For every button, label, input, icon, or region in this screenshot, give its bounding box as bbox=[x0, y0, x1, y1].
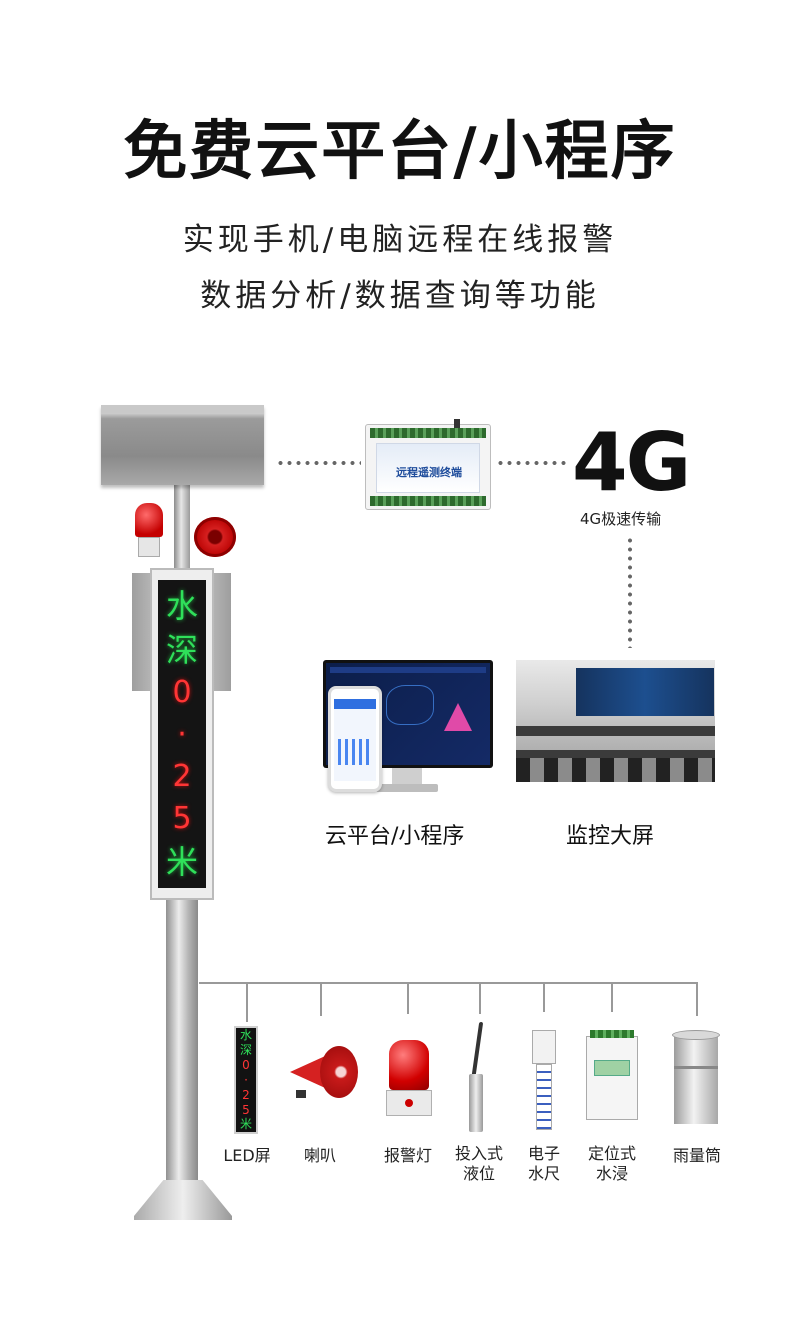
led-char: 深 bbox=[165, 631, 198, 669]
pole-horn-speaker bbox=[194, 517, 236, 557]
phone-screen bbox=[334, 699, 376, 781]
connector-controller-to-4g bbox=[496, 461, 566, 465]
desk-row bbox=[516, 726, 715, 736]
device-label-speaker: 喇叭 bbox=[303, 1146, 336, 1165]
phone-bar-chart bbox=[338, 739, 372, 765]
flood-terminal-block bbox=[590, 1030, 634, 1038]
desk-row bbox=[516, 750, 715, 760]
label-line: 定位式 bbox=[587, 1144, 636, 1163]
gauge-scale bbox=[536, 1064, 552, 1130]
led-screen-device: 水 深 0 · 2 5 米 bbox=[234, 1026, 258, 1134]
rain-gauge-ring bbox=[674, 1066, 718, 1069]
antenna bbox=[454, 419, 460, 429]
rain-gauge-body bbox=[674, 1036, 718, 1124]
led-display: 水 深 0 · 2 5 米 bbox=[158, 580, 206, 888]
speaker-mount bbox=[296, 1090, 306, 1098]
device-label-gauge: 电子 水尺 bbox=[520, 1144, 568, 1184]
network-4g-label: 4G bbox=[572, 416, 691, 509]
bus-drop bbox=[320, 982, 322, 1016]
controller-label: 远程遥测终端 bbox=[396, 466, 462, 479]
bus-drop bbox=[479, 982, 481, 1014]
mini-led-char: · bbox=[244, 1072, 248, 1087]
electronic-water-gauge bbox=[530, 1030, 558, 1130]
device-label-flood: 定位式 水浸 bbox=[582, 1144, 642, 1184]
flood-sensor-body bbox=[586, 1036, 638, 1120]
led-char: 2 bbox=[172, 759, 192, 794]
bus-drop bbox=[611, 982, 613, 1012]
monitor-stand-base bbox=[376, 784, 438, 792]
mini-led-char: 5 bbox=[242, 1102, 250, 1117]
dashboard-pyramid-chart bbox=[444, 703, 472, 731]
network-caption: 4G极速传输 bbox=[580, 510, 662, 528]
alarm-indicator bbox=[405, 1099, 413, 1107]
device-bus-line bbox=[199, 982, 698, 984]
connector-pole-to-controller bbox=[276, 461, 361, 465]
beacon-dome bbox=[135, 503, 163, 537]
smartphone bbox=[328, 686, 382, 792]
sensor-body bbox=[469, 1074, 483, 1132]
subtitle-line-2: 数据分析/数据查询等功能 bbox=[200, 278, 600, 314]
alarm-light-device bbox=[386, 1040, 432, 1118]
mini-led-char: 深 bbox=[239, 1043, 252, 1058]
subtitle-line-1: 实现手机/电脑远程在线报警 bbox=[182, 222, 618, 258]
led-char: 0 bbox=[172, 675, 192, 710]
flood-display bbox=[594, 1060, 630, 1076]
label-line: 投入式 bbox=[454, 1144, 503, 1163]
mini-led-char: 2 bbox=[242, 1087, 250, 1102]
sensor-cable bbox=[470, 1022, 484, 1082]
chair-row bbox=[516, 758, 715, 782]
mini-led-char: 米 bbox=[239, 1117, 252, 1132]
beacon-base bbox=[138, 537, 160, 557]
mini-led-char: 0 bbox=[242, 1058, 250, 1073]
flood-sensor-device bbox=[586, 1030, 638, 1120]
cloud-platform-label: 云平台/小程序 bbox=[325, 824, 465, 849]
controller-face: 远程遥测终端 bbox=[376, 443, 480, 493]
monitor-wall-label: 监控大屏 bbox=[566, 824, 655, 849]
device-label-level: 投入式 液位 bbox=[450, 1144, 508, 1184]
led-char: · bbox=[177, 717, 187, 752]
bus-drop bbox=[696, 982, 698, 1016]
terminal-block-top bbox=[370, 428, 486, 438]
rain-gauge-rim bbox=[672, 1030, 720, 1040]
monitor-stand bbox=[392, 768, 422, 784]
device-label-led: LED屏 bbox=[223, 1146, 271, 1165]
device-label-alarm: 报警灯 bbox=[383, 1146, 432, 1165]
connector-4g-to-platforms bbox=[628, 536, 632, 648]
led-water-depth-sign: 水 深 0 · 2 5 米 bbox=[150, 568, 214, 900]
dashboard-map bbox=[386, 685, 434, 725]
bus-drop bbox=[246, 982, 248, 1022]
control-room-photo bbox=[516, 660, 715, 782]
gauge-head bbox=[532, 1030, 556, 1064]
dashboard-header-bar bbox=[330, 667, 486, 673]
device-label-rain: 雨量筒 bbox=[672, 1146, 721, 1165]
horn-speaker-device bbox=[280, 1046, 358, 1098]
label-line: 水浸 bbox=[595, 1164, 628, 1183]
pole-base bbox=[134, 1180, 232, 1220]
speaker-mouth bbox=[320, 1046, 358, 1098]
rain-gauge-device bbox=[672, 1030, 720, 1128]
alarm-base bbox=[386, 1090, 432, 1116]
mini-led-char: 水 bbox=[239, 1028, 252, 1043]
page-title: 免费云平台/小程序 bbox=[123, 115, 677, 189]
led-char: 5 bbox=[172, 801, 192, 836]
led-char: 米 bbox=[165, 843, 198, 881]
remote-telemetry-terminal: 远程遥测终端 bbox=[365, 419, 491, 510]
label-line: 水尺 bbox=[527, 1164, 560, 1183]
solar-panel bbox=[101, 405, 264, 485]
bus-drop bbox=[543, 982, 545, 1012]
pole-lower-shaft bbox=[166, 900, 198, 1200]
bus-drop bbox=[407, 982, 409, 1014]
led-char: 水 bbox=[165, 587, 198, 625]
label-line: 电子 bbox=[527, 1144, 560, 1163]
label-line: 液位 bbox=[462, 1164, 495, 1183]
phone-header-bar bbox=[334, 699, 376, 709]
video-wall bbox=[576, 668, 714, 716]
alarm-dome bbox=[389, 1040, 429, 1090]
terminal-block-bottom bbox=[370, 496, 486, 506]
submersible-level-sensor bbox=[464, 1022, 488, 1132]
pole-beacon-light bbox=[134, 503, 164, 559]
